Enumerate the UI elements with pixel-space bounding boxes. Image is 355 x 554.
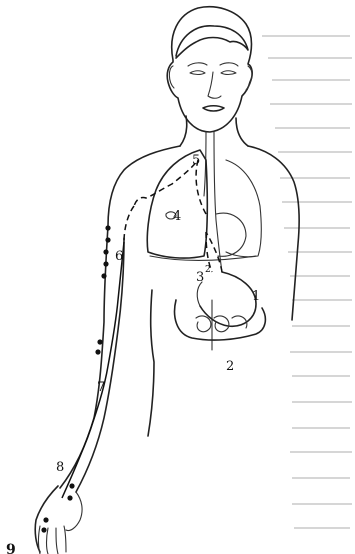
label-1: 1: [252, 289, 260, 304]
point-p11: [41, 527, 46, 532]
left-inner-arm: [76, 238, 124, 492]
left-eyebrow: [188, 63, 207, 66]
right-eye: [221, 71, 236, 75]
mouth: [203, 106, 224, 111]
left-ear: [169, 66, 174, 88]
neck-left: [180, 116, 187, 146]
left-eye: [190, 71, 205, 75]
finger-2: [47, 528, 49, 554]
left-waist: [148, 290, 154, 436]
label-6: 6: [115, 249, 123, 264]
label-5: 5: [192, 153, 200, 168]
label-3-sup: 2: [205, 265, 211, 275]
point-p1: [105, 225, 110, 230]
point-p9: [67, 495, 72, 500]
point-p6: [97, 339, 102, 344]
label-8: 8: [56, 460, 64, 475]
point-p8: [69, 483, 74, 488]
label-4: 4: [173, 209, 181, 224]
label-7: 7: [97, 380, 105, 395]
label-3: 3: [196, 270, 204, 285]
point-p3: [103, 249, 108, 254]
hand: [35, 486, 82, 554]
meridian-arm: [62, 242, 124, 498]
label-2: 2: [226, 359, 234, 374]
large-intestine: [175, 300, 266, 340]
meridian-shoulder-run: [124, 206, 134, 242]
right-lung: [226, 160, 261, 257]
nose: [208, 72, 221, 98]
right-eyebrow: [220, 63, 238, 66]
duodenum: [197, 282, 202, 306]
point-p10: [43, 517, 48, 522]
background-text-lines: [262, 36, 352, 528]
point-p7: [95, 349, 100, 354]
torso: [60, 146, 299, 492]
finger-3: [56, 528, 58, 554]
label-9: 9: [6, 542, 16, 554]
hair: [176, 26, 248, 58]
neck-right: [236, 118, 248, 146]
point-p2: [105, 237, 110, 242]
head: [167, 7, 252, 132]
heart: [216, 213, 246, 256]
point-p5: [101, 273, 106, 278]
point-p4: [103, 261, 108, 266]
